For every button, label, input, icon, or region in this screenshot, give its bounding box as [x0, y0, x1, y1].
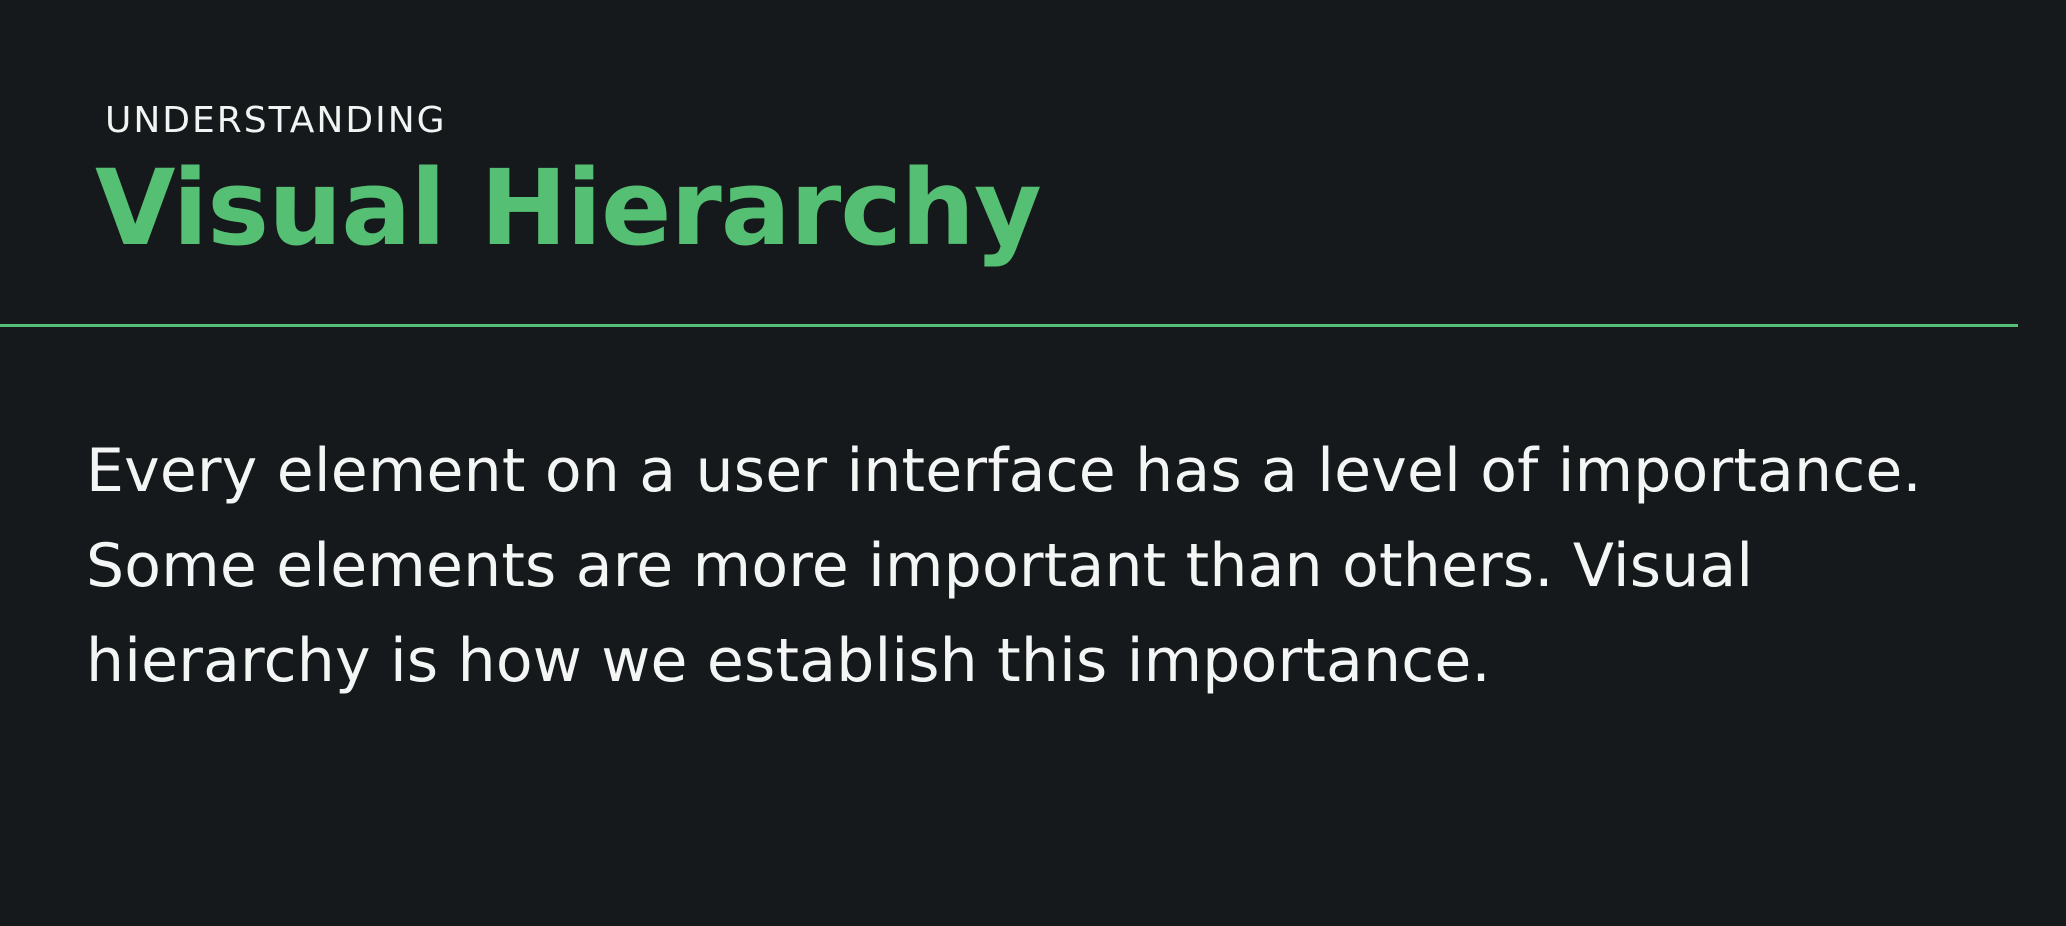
section-divider [0, 324, 2018, 327]
eyebrow-label: UNDERSTANDING [105, 100, 447, 141]
body-paragraph: Every element on a user interface has a … [86, 436, 1922, 696]
slide-header: UNDERSTANDING Visual Hierarchy [0, 0, 2066, 326]
page-title: Visual Hierarchy [95, 147, 1042, 269]
